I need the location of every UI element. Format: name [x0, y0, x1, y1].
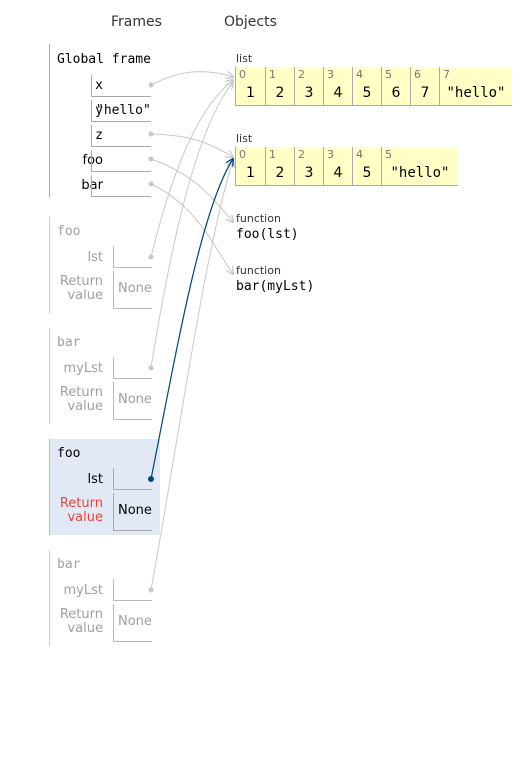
var-label-mylst: myLst — [63, 361, 103, 376]
var-box-mylst — [113, 579, 152, 601]
var-box-lst — [113, 468, 152, 490]
arrow-foo-to-function — [150, 158, 233, 222]
list-value: 2 — [275, 165, 285, 181]
global-frame-title: Global frame — [57, 52, 151, 67]
list2-type-label: list — [236, 132, 253, 145]
arrow-foo1-lst-to-list1 — [150, 80, 233, 258]
list-value: 5 — [362, 165, 372, 181]
list-index: 4 — [356, 68, 363, 81]
list-index: 0 — [239, 148, 246, 161]
arrow-active-lst-to-list2 — [150, 159, 233, 480]
arrow-z-to-list2 — [150, 133, 233, 157]
list-value: "hello" — [390, 165, 450, 181]
objects-header: Objects — [224, 14, 277, 30]
list-index: 3 — [327, 68, 334, 81]
return-value-box: None — [113, 604, 152, 642]
list-cell: 5 "hello" — [381, 147, 458, 186]
bar-frame-2: bar myLst Return value None — [49, 550, 160, 646]
var-box-lst — [113, 246, 152, 268]
var-box-bar — [91, 175, 151, 197]
frame-title: foo — [57, 446, 81, 461]
return-value-box: None — [113, 382, 152, 420]
list-index: 4 — [356, 148, 363, 161]
var-box-y: "hello" — [91, 100, 151, 122]
frame-title: bar — [57, 557, 81, 572]
func-foo-type-label: function — [236, 212, 281, 225]
foo-frame-active: foo lst Return value None — [49, 439, 160, 535]
return-value-label: Return value — [59, 607, 103, 636]
list-index: 2 — [298, 148, 305, 161]
func-foo-signature: foo(lst) — [236, 227, 299, 242]
bar-frame-1: bar myLst Return value None — [49, 328, 160, 424]
list-cell: 7 "hello" — [439, 67, 512, 106]
list-value: 6 — [391, 85, 401, 101]
func-bar-signature: bar(myLst) — [236, 279, 315, 294]
func-bar-type-label: function — [236, 264, 281, 277]
var-label-y: y — [95, 103, 103, 118]
list-value: 3 — [304, 85, 314, 101]
foo-frame-1: foo lst Return value None — [49, 217, 160, 313]
list-value: 4 — [333, 165, 343, 181]
list-index: 1 — [269, 68, 276, 81]
arrow-bar1-mylst-to-list1 — [150, 82, 233, 369]
list-index: 6 — [414, 68, 421, 81]
arrow-x-to-list1 — [150, 72, 233, 86]
return-value-label: Return value — [59, 385, 103, 414]
list-index: 0 — [239, 68, 246, 81]
var-label-foo: foo — [82, 153, 103, 168]
list-index: 5 — [385, 148, 392, 161]
var-label-bar: bar — [81, 178, 103, 193]
return-value-label: Return value — [59, 274, 103, 303]
list-index: 1 — [269, 148, 276, 161]
list-index: 2 — [298, 68, 305, 81]
list-value: 1 — [246, 85, 255, 101]
list1-type-label: list — [236, 52, 253, 65]
var-label-z: z — [95, 128, 103, 143]
list-value: "hello" — [446, 85, 506, 101]
list-value: 2 — [275, 85, 285, 101]
list-index: 5 — [385, 68, 392, 81]
var-label-lst: lst — [87, 472, 103, 487]
arrow-bar-to-function — [150, 183, 233, 274]
global-frame: Global frame x y "hello" z foo bar — [49, 44, 160, 197]
return-value-label: Return value — [59, 496, 103, 525]
list-index: 3 — [327, 148, 334, 161]
var-box-foo — [91, 150, 151, 172]
frames-header: Frames — [111, 14, 162, 30]
list-value: 3 — [304, 165, 314, 181]
var-label-mylst: myLst — [63, 583, 103, 598]
list-value: 4 — [333, 85, 343, 101]
var-box-x — [91, 75, 151, 97]
list-value: 5 — [362, 85, 372, 101]
return-value-box: None — [113, 493, 152, 531]
frame-title: foo — [57, 224, 81, 239]
frame-title: bar — [57, 335, 81, 350]
list-value: 1 — [246, 165, 255, 181]
arrow-bar2-mylst-to-list2 — [150, 160, 233, 591]
var-box-mylst — [113, 357, 152, 379]
var-label-x: x — [95, 78, 103, 93]
list-value: 7 — [420, 85, 430, 101]
return-value-box: None — [113, 271, 152, 309]
list-index: 7 — [443, 68, 450, 81]
var-box-z — [91, 125, 151, 147]
var-label-lst: lst — [87, 250, 103, 265]
